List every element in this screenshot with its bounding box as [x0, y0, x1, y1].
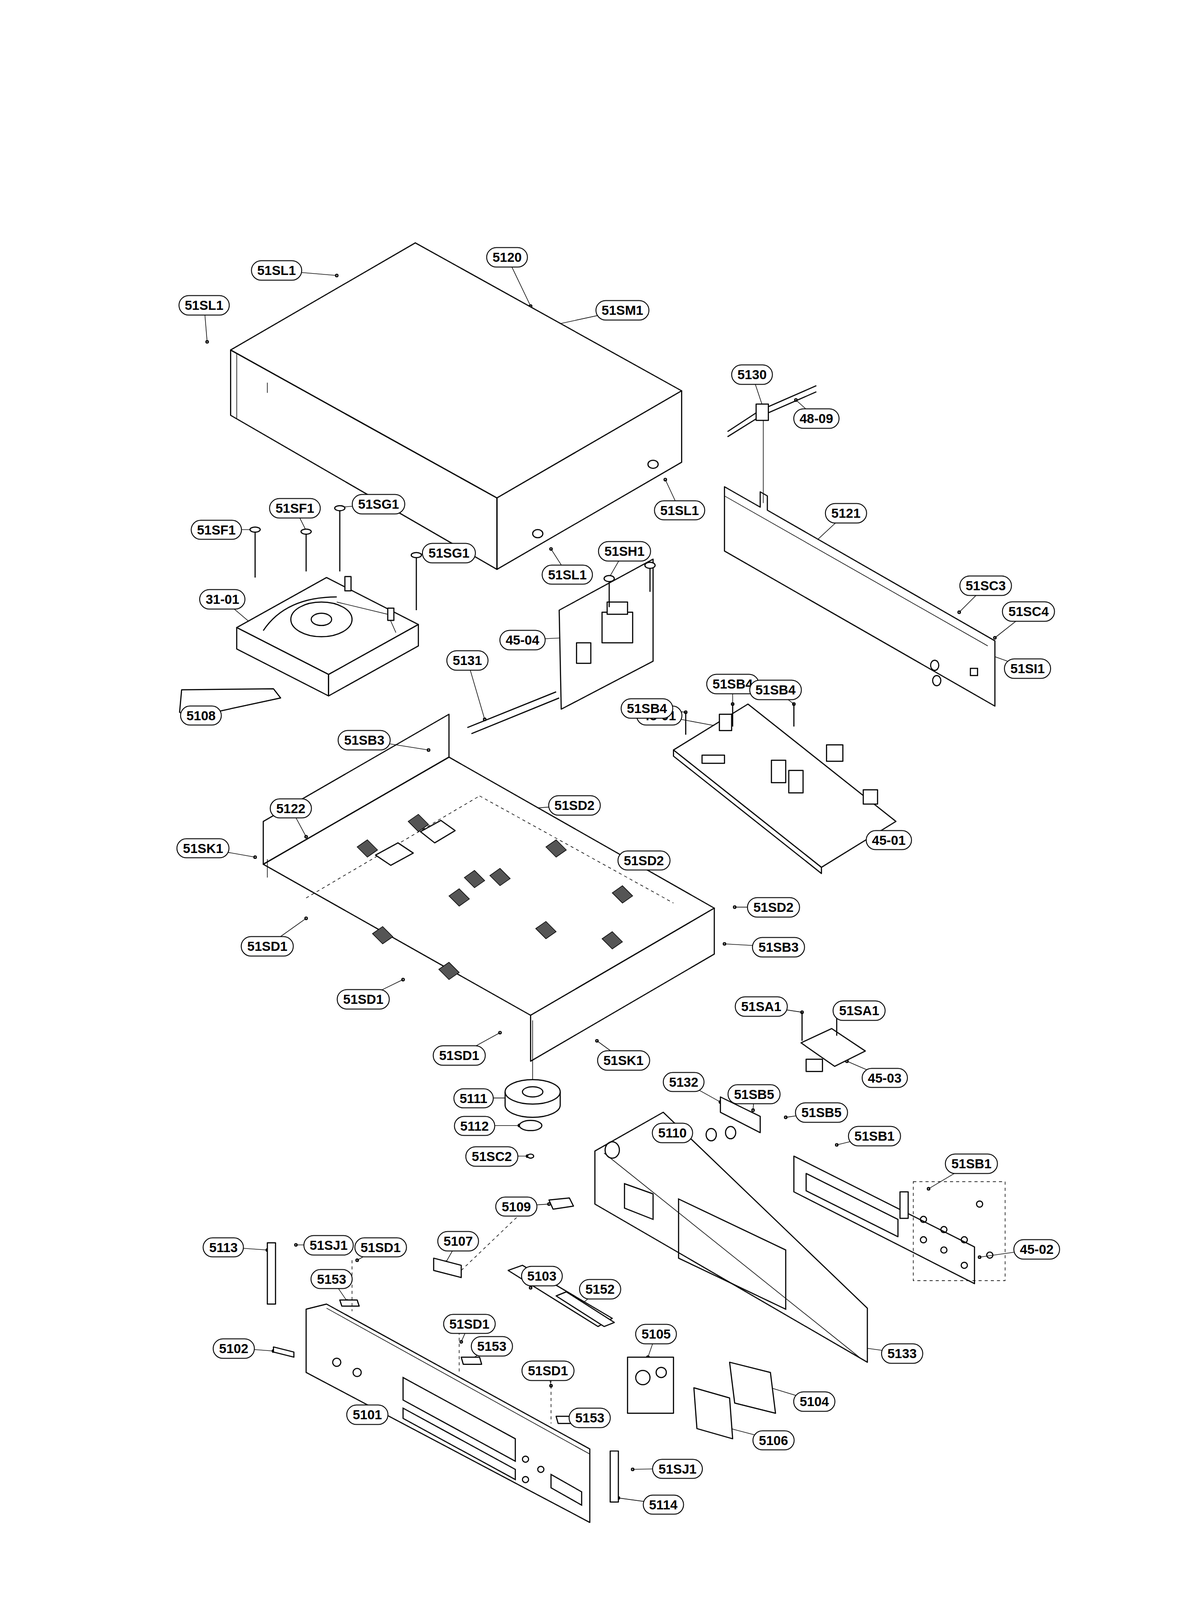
leader-end: [835, 1143, 838, 1146]
callout-number: 5103: [520, 1265, 563, 1286]
callout-number: 5113: [202, 1236, 245, 1258]
callout-number: 5133: [881, 1343, 924, 1364]
callout-number: 31-01: [199, 588, 246, 610]
callout-number: 51SL1: [250, 260, 303, 281]
callout-number: 51SD2: [747, 897, 801, 918]
callout-number: 5132: [662, 1071, 706, 1092]
callout-number: 5108: [180, 705, 223, 726]
callout-number: 5120: [486, 246, 529, 268]
callout-number: 5104: [793, 1391, 836, 1412]
callout-number: 5153: [470, 1335, 514, 1357]
leader-end: [254, 855, 257, 858]
callout-number: 5131: [446, 650, 489, 671]
callout-number: 51SL1: [178, 294, 230, 316]
callout-number: 51SK1: [596, 1050, 650, 1071]
callout-number: 5109: [495, 1195, 538, 1217]
callout-number: 51SB4: [620, 697, 674, 719]
callout-number: 51SF1: [190, 519, 242, 540]
leader-end: [549, 547, 552, 550]
callout-number: 51SL1: [541, 564, 593, 585]
leader-end: [927, 1187, 930, 1190]
callout-number: 51SG1: [351, 494, 406, 515]
callout-number: 48-09: [793, 408, 840, 429]
callout-number: 51SD2: [547, 795, 601, 816]
callout-number: 51SD1: [336, 988, 390, 1010]
callout-number: 45-04: [499, 629, 546, 650]
callout-number: 5102: [212, 1337, 255, 1359]
leader-end: [529, 1286, 532, 1289]
callout-number: 51SB5: [727, 1083, 781, 1104]
callout-number: 51SD1: [354, 1236, 408, 1258]
callout-number: 51SB3: [337, 729, 391, 750]
callout-number: 51SD2: [617, 849, 671, 871]
leader-end: [733, 905, 736, 908]
callout-number: 5105: [635, 1323, 678, 1344]
callout-number: 5121: [825, 503, 868, 524]
callout-number: 51SK1: [176, 837, 230, 859]
callout-number: 51SC3: [959, 575, 1013, 596]
callout-number: 51SD1: [442, 1313, 496, 1334]
leader-end: [304, 916, 308, 920]
leader-end: [595, 1039, 599, 1042]
callout-number: 45-02: [1013, 1238, 1060, 1260]
callout-number: 51SI1: [1003, 658, 1052, 679]
callout-number: 5152: [579, 1278, 622, 1300]
leader-end: [957, 610, 960, 614]
callout-number: 51SC4: [1002, 600, 1056, 622]
leader-end: [460, 1339, 463, 1343]
leader-end: [664, 478, 667, 481]
callout-number: 51SH1: [598, 540, 652, 562]
callout-number: 51SG1: [422, 542, 476, 564]
leader-end: [335, 273, 338, 277]
callout-number: 5106: [752, 1429, 795, 1450]
callout-number: 5153: [310, 1268, 353, 1289]
leader-end: [498, 1031, 501, 1034]
callout-number: 51SA1: [832, 999, 886, 1021]
callout-number: 51SB1: [945, 1152, 999, 1174]
callout-number: 51SB3: [752, 936, 806, 958]
callout-number: 51SD1: [240, 935, 294, 956]
leader-end: [294, 1243, 298, 1246]
leader-end: [993, 636, 996, 639]
callout-number: 51SC2: [465, 1146, 519, 1167]
callout-number: 51SL1: [653, 499, 706, 521]
callout-number: 5107: [437, 1230, 480, 1252]
leader-end: [206, 340, 209, 343]
callout-number: 5114: [642, 1493, 684, 1515]
callout-number: 51SB5: [795, 1102, 849, 1123]
callout-number: 45-01: [865, 829, 912, 850]
leader-end: [723, 942, 726, 945]
callout-number: 5112: [453, 1115, 495, 1136]
callout-number: 51SF1: [268, 498, 321, 519]
callout-number: 5101: [346, 1404, 389, 1425]
callout-number: 5110: [652, 1122, 694, 1143]
callout-number: 5111: [453, 1087, 494, 1109]
callout-number: 51SJ1: [303, 1234, 355, 1256]
leader-end: [784, 1115, 787, 1119]
leader-end: [978, 1255, 981, 1258]
callout-number: 51SD1: [521, 1360, 575, 1381]
callout-number: 5122: [269, 797, 312, 819]
callout-number: 51SM1: [595, 300, 650, 321]
leader-end: [751, 1108, 754, 1111]
callout-number: 5153: [568, 1407, 611, 1428]
leader-end: [631, 1467, 634, 1470]
callout-number: 51SD1: [432, 1045, 486, 1066]
callout-number: 51SJ1: [652, 1458, 703, 1479]
callout-number: 51SB1: [848, 1125, 902, 1147]
leader-end: [401, 978, 404, 981]
callout-number: 51SB4: [748, 679, 802, 701]
leader-end: [355, 1258, 359, 1261]
callout-number: 5130: [730, 364, 773, 385]
callout-number: 51SA1: [734, 995, 788, 1017]
callout-number: 45-03: [861, 1067, 908, 1088]
